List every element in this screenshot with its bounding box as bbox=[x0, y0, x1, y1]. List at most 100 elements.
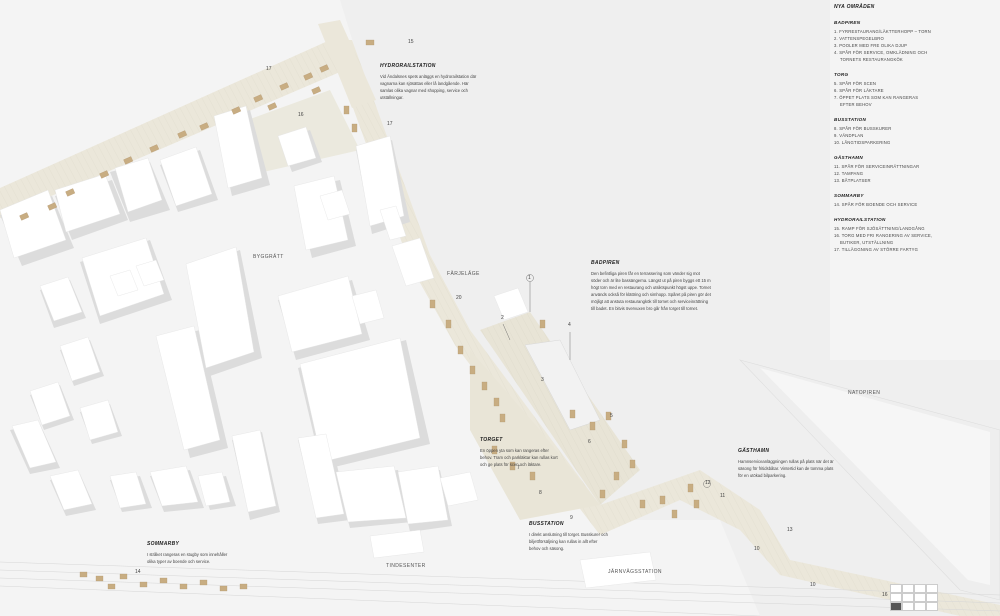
plan-number-4: 4 bbox=[568, 322, 571, 328]
plan-number-14: 14 bbox=[135, 569, 141, 575]
callout-heading: SOMMARBY bbox=[147, 541, 180, 547]
plan-number-10a: 10 bbox=[754, 546, 760, 552]
plan-number-16b: 16 bbox=[882, 592, 888, 598]
sheet-cell bbox=[926, 584, 938, 593]
legend-item: 12. TAMPANG bbox=[834, 171, 864, 176]
legend-item: EFTER BEHOV bbox=[840, 102, 872, 107]
legend-section-busstation: BUSSTATION 8. SPÅR FÖR BUSSKURER 9. VÄND… bbox=[834, 117, 994, 146]
legend-item: 13. BÅTPLATSER bbox=[834, 178, 871, 183]
north-spur bbox=[318, 20, 376, 108]
callout-heading: BUSSTATION bbox=[529, 521, 564, 527]
plan-number-6: 6 bbox=[588, 439, 591, 445]
pool-area bbox=[524, 339, 601, 431]
plan-number-20: 20 bbox=[456, 295, 462, 301]
callout-heading: BADPIREN bbox=[591, 260, 620, 266]
plan-number-8: 8 bbox=[539, 490, 542, 496]
rail-tracks bbox=[0, 561, 1000, 616]
legend-item: 6. SPÅR FÖR LÄKTARE bbox=[834, 88, 884, 93]
legend-section-heading: BADPIREN bbox=[834, 20, 861, 25]
legend-section-heading: SOMMARBY bbox=[834, 193, 864, 198]
natopiren-inner bbox=[760, 368, 990, 585]
plan-number-2: 2 bbox=[501, 315, 504, 321]
callout-gasthamn: GÄSTHAMN Hamnserviceanläggningen rullas … bbox=[738, 448, 838, 479]
sheet-cell bbox=[902, 584, 914, 593]
label-natopiren: NATOPIREN bbox=[848, 390, 881, 396]
legend-item: 14. SPÅR FÖR BOENDE OCH SERVICE bbox=[834, 202, 918, 207]
callout-text: En öppen yta som kan rangeras efter beho… bbox=[480, 448, 558, 467]
sheet-cell bbox=[926, 593, 938, 602]
legend-item: 8. SPÅR FÖR BUSSKURER bbox=[834, 126, 892, 131]
legend-section-heading: TORG bbox=[834, 72, 849, 77]
callout-text: Vid Ändalsnes spets anläggs en hydrorail… bbox=[380, 74, 477, 100]
callout-text: I stråket rangeras en stugby som innehål… bbox=[147, 552, 228, 564]
sheet-cell bbox=[914, 584, 926, 593]
torget-square bbox=[470, 350, 600, 520]
plan-number-16a: 16 bbox=[298, 112, 304, 118]
callout-busstation: BUSSTATION I direkt anslutning till torg… bbox=[529, 521, 609, 552]
callout-heading: TORGET bbox=[480, 437, 503, 443]
label-byggratt: BYGGRÄTT bbox=[253, 254, 284, 260]
legend-section-gasthamn: GÄSTHAMN 11. SPÅR FÖR SERVICEINRÄTTNINGA… bbox=[834, 155, 994, 184]
legend-section-torg: TORG 5. SPÅR FÖR SCEN 6. SPÅR FÖR LÄKTAR… bbox=[834, 72, 994, 108]
sheet-cell bbox=[914, 602, 926, 611]
label-farjelage: FÄRJELÄGE bbox=[447, 271, 480, 277]
label-tindesenter: TINDESENTER bbox=[386, 563, 426, 569]
sheet-cell-current bbox=[890, 602, 902, 611]
number-circles bbox=[526, 274, 711, 488]
callout-badpiren: BADPIREN Den befintliga piren får en ter… bbox=[591, 260, 711, 312]
plan-number-10b: 10 bbox=[810, 582, 816, 588]
legend-section-heading: BUSSTATION bbox=[834, 117, 867, 122]
legend-title: NYA OMRÅDEN bbox=[834, 4, 875, 10]
sheet-cell bbox=[902, 593, 914, 602]
rolling-modules bbox=[19, 39, 700, 592]
callout-torget: TORGET En öppen yta som kan rangeras eft… bbox=[480, 437, 560, 468]
legend-item: 16. TORG MED FRI RANGERING AV SERVICE, bbox=[834, 233, 933, 238]
label-jarnvagsstation: JÄRNVÄGSSTATION bbox=[608, 569, 662, 575]
sheet-cell bbox=[890, 584, 902, 593]
callout-text: Den befintliga piren får en terrassering… bbox=[591, 271, 711, 311]
callout-text: Hamnserviceanläggningen rullas på plats … bbox=[738, 459, 834, 478]
legend-item: 9. VÄNDPLAN bbox=[834, 133, 864, 138]
legend-item: 4. SPÅR FÖR SERVICE, OMKLÄDNING OCH bbox=[834, 50, 928, 55]
plan-number-15: 15 bbox=[408, 39, 414, 45]
plan-number-12: 12 bbox=[705, 480, 711, 486]
plan-number-17a: 17 bbox=[266, 66, 272, 72]
sheet-cell bbox=[902, 602, 914, 611]
legend-item: 3. POOLER MED FRE OLIKA DJUP bbox=[834, 43, 908, 48]
plan-number-7: 7 bbox=[517, 465, 520, 471]
plan-number-5: 5 bbox=[610, 413, 613, 419]
plan-number-13: 13 bbox=[787, 527, 793, 533]
callout-heading: HYDRORAILSTATION bbox=[380, 63, 436, 69]
legend-section-heading: HYDRORAILSTATION bbox=[834, 217, 886, 222]
legend-item: 10. LÅNGTIDSPARKERING bbox=[834, 140, 891, 145]
legend-item: TORNETS RESTAURANGKÖK bbox=[840, 57, 903, 62]
plan-number-9: 9 bbox=[570, 515, 573, 521]
legend: NYA OMRÅDEN BADPIREN 1. FYRRESTAURANG/LÄ… bbox=[834, 4, 994, 262]
leader-lines bbox=[502, 282, 571, 360]
plan-number-1: 1 bbox=[528, 275, 531, 281]
callout-sommarby: SOMMARBY I stråket rangeras en stugby so… bbox=[147, 541, 237, 565]
sheet-cell bbox=[890, 593, 902, 602]
legend-item: 7. ÖPPET PLATS SOM KAN RANGERAS bbox=[834, 95, 919, 100]
legend-item: 1. FYRRESTAURANG/LÄKTTERHOPP – TORN bbox=[834, 29, 931, 34]
plan-number-17b: 17 bbox=[387, 121, 393, 127]
plan-number-3: 3 bbox=[541, 377, 544, 383]
sheet-cell bbox=[926, 602, 938, 611]
callout-hydrorailstation: HYDRORAILSTATION Vid Ändalsnes spets anl… bbox=[380, 63, 480, 101]
callout-heading: GÄSTHAMN bbox=[738, 448, 770, 454]
water-area bbox=[340, 0, 1000, 616]
legend-section-hydrorailstation: HYDRORAILSTATION 15. RAMP FÖR SJÖSÄTTNIN… bbox=[834, 217, 994, 253]
callout-text: I direkt anslutning till torget. Busskur… bbox=[529, 532, 608, 551]
legend-item: 5. SPÅR FÖR SCEN bbox=[834, 81, 877, 86]
plan-number-11: 11 bbox=[720, 493, 726, 499]
legend-item: 11. SPÅR FÖR SERVICEINRÄTTNINGAR bbox=[834, 164, 920, 169]
legend-section-sommarby: SOMMARBY 14. SPÅR FÖR BOENDE OCH SERVICE bbox=[834, 193, 994, 208]
legend-item: 17. TILLÄGGNING AV STÖRRE FARTYG bbox=[834, 247, 919, 252]
legend-item: 15. RAMP FÖR SJÖSÄTTNING/LANDGÅNG bbox=[834, 226, 925, 231]
legend-item: BUTIKER, UTSTÄLLNING bbox=[840, 240, 894, 245]
legend-section-badpiren: BADPIREN 1. FYRRESTAURANG/LÄKTTERHOPP – … bbox=[834, 20, 994, 63]
legend-section-heading: GÄSTHAMN bbox=[834, 155, 863, 160]
sheet-cell bbox=[914, 593, 926, 602]
legend-item: 2. VATTENSPEGELBRO bbox=[834, 36, 884, 41]
